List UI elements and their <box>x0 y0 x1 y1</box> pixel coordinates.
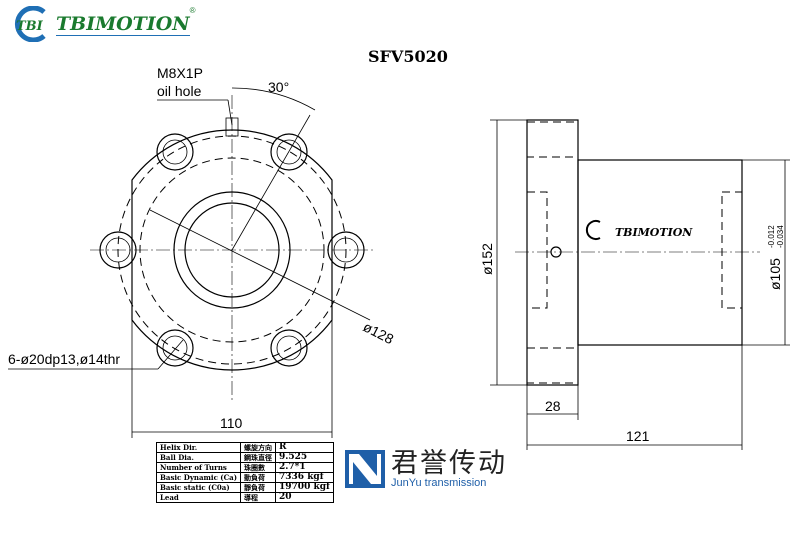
flange-width-dim: 110 <box>220 415 243 431</box>
body-dia-dim: ø105 <box>767 258 783 290</box>
angle-label: 30° <box>268 79 289 95</box>
body-tol-upper: -0.012 <box>767 225 776 248</box>
svg-text:TBI: TBI <box>16 19 44 34</box>
holes-note: 6-ø20dp13,ø14thr <box>8 351 120 367</box>
oil-hole-label: oil hole <box>157 83 202 99</box>
drawing-title: SFV5020 <box>368 47 448 66</box>
body-logo: TBIMOTION <box>615 226 693 239</box>
flange-thickness-dim: 28 <box>545 398 561 414</box>
junyu-cn: 君誉传动 <box>391 448 507 478</box>
flange-dia-dim: ø152 <box>479 243 495 275</box>
bolt-holes <box>99 133 365 367</box>
bolt-circle-dim: ø128 <box>361 318 397 347</box>
oil-hole-thread: M8X1P <box>157 65 203 81</box>
body-tol-lower: -0.034 <box>776 225 785 248</box>
junyu-watermark: 君誉传动 JunYu transmission <box>345 448 507 490</box>
junyu-en: JunYu transmission <box>391 477 487 489</box>
body-logo-ring-icon <box>585 220 601 240</box>
side-view: TBIMOTION ø152 ø105 -0.012 -0.034 28 121 <box>479 119 790 450</box>
registered-mark: ® <box>189 6 196 15</box>
brand-name: TBIMOTION <box>56 12 190 36</box>
tbi-ring-icon: TBI <box>14 6 46 42</box>
tbi-logo: TBI TBIMOTION ® <box>8 6 196 42</box>
front-view: 30° M8X1P oil hole ø128 6-ø20dp13,ø14thr… <box>8 65 397 438</box>
junyu-logo-icon <box>345 450 385 488</box>
overall-length-dim: 121 <box>626 428 650 444</box>
